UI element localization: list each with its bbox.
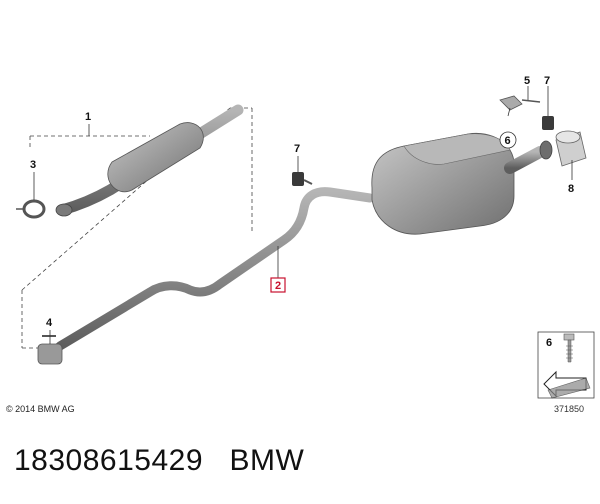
leader-lines xyxy=(33,86,573,344)
rubber-mount-7-left[interactable] xyxy=(292,172,313,186)
intermediate-pipe[interactable] xyxy=(55,187,375,351)
callout-7-right: 7 xyxy=(544,75,550,87)
callout-3: 3 xyxy=(30,159,36,171)
front-pipe-assembly[interactable] xyxy=(55,104,244,217)
callout-1: 1 xyxy=(85,111,91,123)
tail-pipe xyxy=(504,146,546,174)
center-muffler xyxy=(107,122,204,193)
exhaust-diagram: 1 3 7 4 5 7 8 6 2 6 xyxy=(16,75,595,399)
callout-6-circled: 6 xyxy=(499,131,517,149)
part-caption: 18308615429 BMW xyxy=(14,444,304,478)
callout-8: 8 xyxy=(568,183,574,195)
part-number: 18308615429 xyxy=(14,444,204,477)
clamp-3[interactable] xyxy=(16,199,46,219)
bolt-icon xyxy=(563,333,575,363)
callout-6-inset: 6 xyxy=(546,337,552,349)
diagram-reference-number: 371850 xyxy=(554,404,585,414)
bracket-5[interactable] xyxy=(499,95,541,111)
callout-5: 5 xyxy=(524,75,530,87)
svg-text:2: 2 xyxy=(275,280,281,292)
callout-4: 4 xyxy=(46,317,53,329)
front-section-outline xyxy=(21,107,253,349)
bolt-inset-box: 6 xyxy=(537,331,595,399)
callout-7-left: 7 xyxy=(294,143,300,155)
rubber-mount-7-right[interactable] xyxy=(542,116,554,130)
arrow-icon xyxy=(543,370,591,399)
front-pipe-inlet xyxy=(55,203,73,217)
callout-2-boxed: 2 xyxy=(270,277,286,293)
copyright-text: © 2014 BMW AG xyxy=(6,404,75,414)
brand-name: BMW xyxy=(229,444,305,477)
rear-muffler[interactable] xyxy=(371,132,553,235)
svg-text:6: 6 xyxy=(505,135,511,147)
tailpipe-trim-8[interactable] xyxy=(555,130,587,167)
